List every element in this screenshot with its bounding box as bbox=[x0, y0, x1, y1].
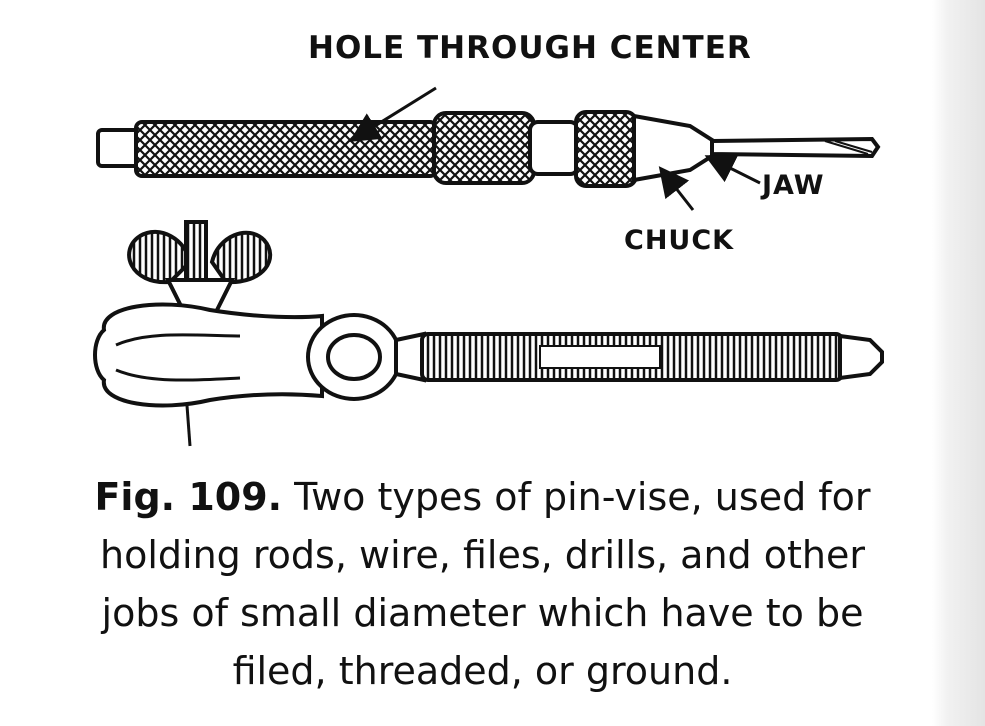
pin-vise-illustration bbox=[93, 86, 884, 447]
jaw-label: JAW bbox=[762, 170, 825, 201]
left-wing-nut-lobe bbox=[127, 229, 193, 285]
hole-leader bbox=[349, 86, 437, 142]
upper-jaw-tool bbox=[710, 136, 881, 159]
right-wing-nut-lobe bbox=[209, 230, 273, 285]
upper-chuck bbox=[574, 110, 638, 188]
page-edge-shadow bbox=[932, 0, 985, 726]
lower-end-tip bbox=[838, 333, 884, 381]
chuck-label: CHUCK bbox=[624, 225, 735, 256]
caption-line-4: filed, threaded, or ground. bbox=[232, 649, 733, 693]
caption-line-3: jobs of small diameter which have to be bbox=[101, 591, 864, 635]
jaw-leader bbox=[704, 155, 761, 185]
hole-through-center-label: HOLE THROUGH CENTER bbox=[308, 30, 752, 66]
caption-line-2: holding rods, wire, files, drills, and o… bbox=[100, 533, 865, 577]
chuck-leader bbox=[658, 166, 695, 211]
figure-number: Fig. 109. bbox=[94, 475, 283, 519]
lower-pin-vise bbox=[93, 220, 884, 408]
upper-knurled-handle bbox=[134, 120, 438, 178]
caption-line-1-text: Two types of pin-vise, used for bbox=[294, 475, 871, 519]
upper-knurled-grip bbox=[432, 111, 536, 185]
upper-end-cap bbox=[96, 128, 142, 168]
caption-line-1: Fig. 109. Two types of pin-vise, used fo… bbox=[30, 468, 935, 526]
upper-chuck-nose bbox=[632, 113, 714, 183]
lower-neck bbox=[394, 331, 426, 383]
lower-vise-jaws bbox=[93, 302, 324, 408]
wing-nut-screw bbox=[184, 220, 208, 282]
figure-caption: Fig. 109. Two types of pin-vise, used fo… bbox=[30, 468, 935, 700]
upper-pin-vise bbox=[96, 110, 881, 188]
upper-collar bbox=[528, 120, 580, 176]
